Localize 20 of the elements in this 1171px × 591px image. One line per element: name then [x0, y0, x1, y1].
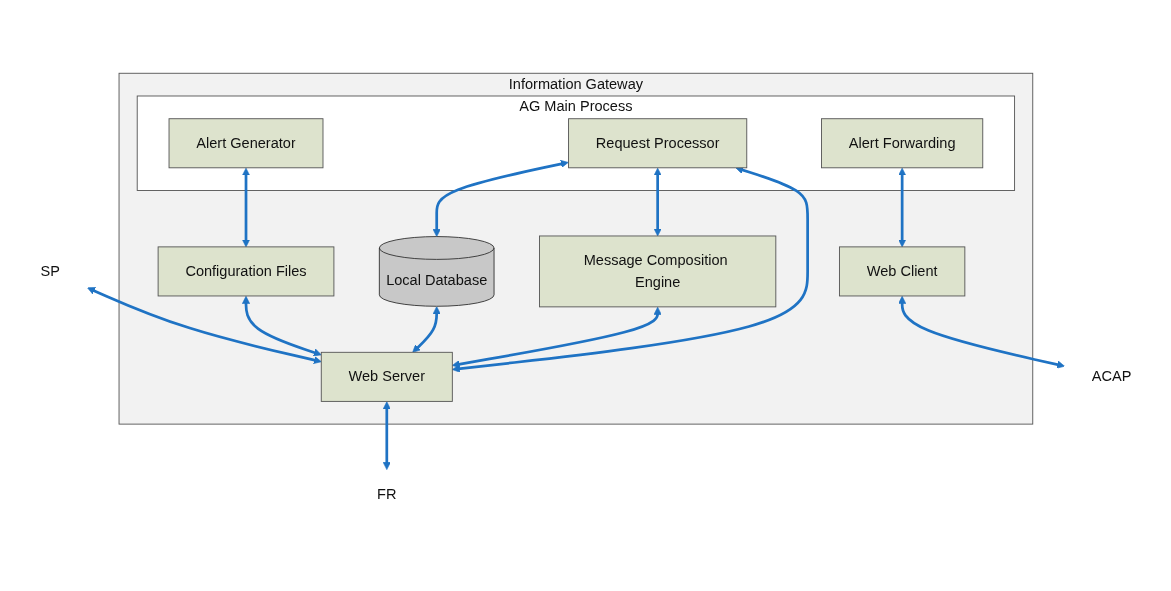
arrow: [382, 400, 391, 470]
arrow: [897, 167, 906, 247]
node-box: Request Processor: [567, 117, 747, 168]
arrow: [86, 286, 322, 364]
node-box: Web Server: [320, 351, 453, 402]
node-box: Alert Forwarding: [820, 117, 983, 168]
node-text: SP: [40, 262, 60, 279]
arrow: [432, 159, 569, 237]
node-box: Message Composition Engine: [538, 235, 776, 307]
arrow: [897, 295, 1065, 369]
arrow: [411, 305, 441, 353]
arrow: [241, 167, 250, 247]
arrow: [653, 167, 662, 236]
arrow: [241, 295, 322, 356]
node-text: ACAP: [1091, 368, 1131, 384]
node-text: FR: [376, 485, 396, 501]
arrow: [451, 306, 662, 368]
node-box: Web Client: [838, 245, 965, 296]
node-box: Alert Generator: [168, 117, 323, 168]
node-box: Configuration Files: [157, 245, 334, 296]
